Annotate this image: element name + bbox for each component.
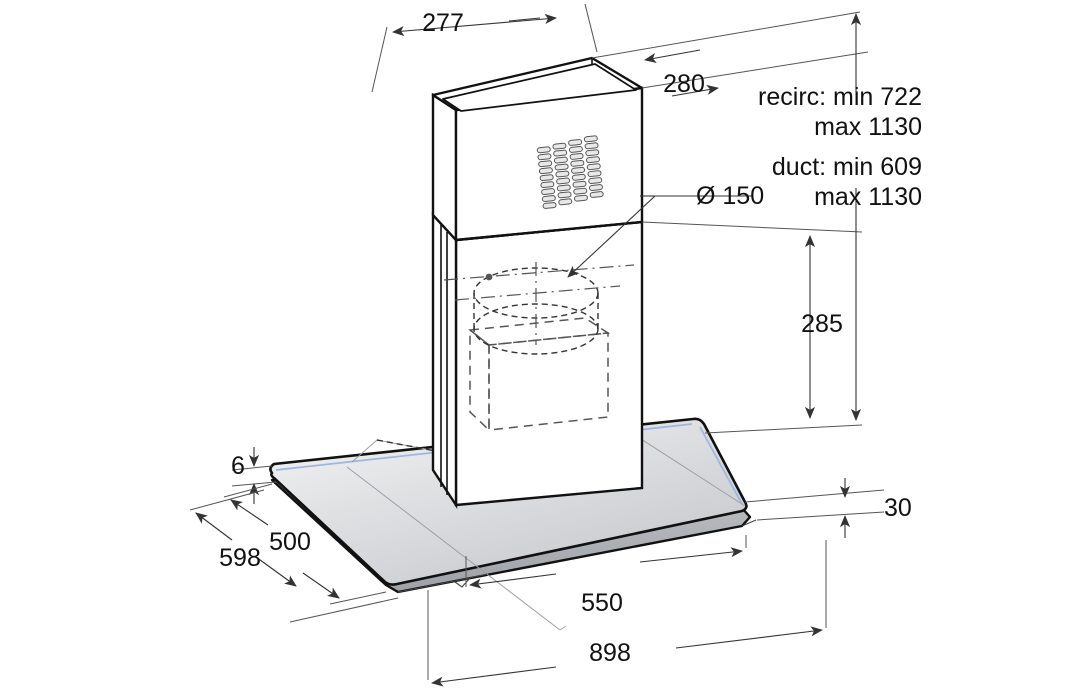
glass-edge-highlight-right: [699, 426, 743, 505]
glass-lip-notch: [454, 577, 471, 588]
dim-label-duct-diameter: Ø 150: [696, 182, 764, 210]
dim-label-898: 898: [589, 639, 631, 667]
hidden-internals: [443, 262, 635, 432]
glass-right-lip: [741, 519, 757, 527]
glass-inner-seam-right: [626, 429, 746, 507]
dimension-6: [231, 447, 277, 504]
dim-label-598: 598: [219, 544, 261, 572]
dim-label-500: 500: [269, 528, 311, 556]
dimension-898: [427, 540, 827, 687]
leader-duct-diameter: [567, 195, 752, 278]
note-recirc-max: max 1130: [814, 113, 922, 141]
dim-label-280: 280: [663, 70, 705, 98]
dimension-30: [744, 478, 885, 538]
dimension-285: [641, 221, 863, 434]
dimension-598: [189, 489, 399, 623]
dimension-500: [223, 483, 387, 605]
dimension-280: [591, 11, 869, 97]
ventilation-grille: [536, 135, 604, 209]
note-duct-min: duct: min 609: [772, 153, 922, 181]
glass-seam-tip: [559, 625, 567, 631]
note-recirc-min: recirc: min 722: [758, 83, 922, 111]
glass-inner-seam-left: [346, 466, 561, 631]
dim-label-285: 285: [801, 310, 843, 338]
dim-label-6: 6: [231, 452, 245, 480]
note-duct-max: max 1130: [814, 183, 922, 211]
dimension-550: [465, 535, 747, 589]
dim-label-277: 277: [422, 9, 464, 37]
hood-body: [431, 56, 644, 510]
dimension-277: [371, 3, 598, 93]
dim-label-550: 550: [581, 589, 623, 617]
dim-label-30: 30: [884, 494, 912, 522]
